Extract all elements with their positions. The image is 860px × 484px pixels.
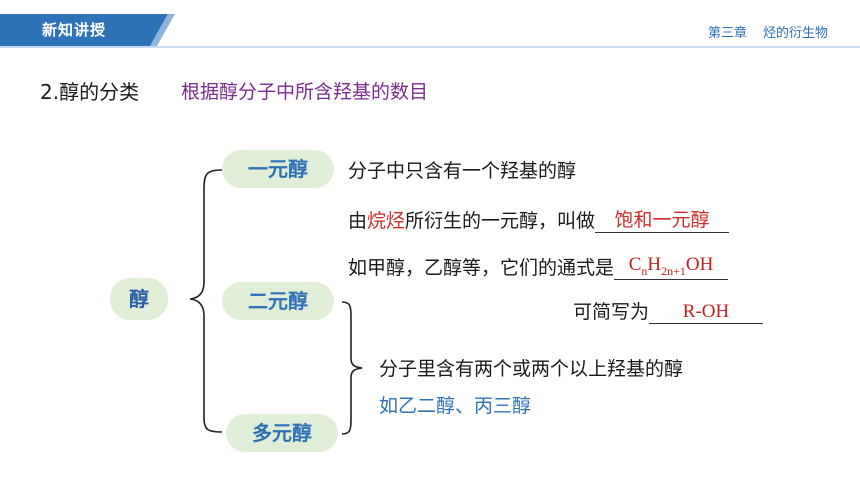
mono-line2: 由烷烃所衍生的一元醇，叫做饱和一元醇 xyxy=(348,205,730,233)
formula-h: H xyxy=(647,254,662,276)
section-heading: 2.醇的分类 xyxy=(40,80,140,104)
answer-saturated-monohydric: 饱和一元醇 xyxy=(614,209,710,231)
mono-line2-post: 所衍生的一元醇，叫做 xyxy=(405,210,596,232)
answer-blank-3: R-OH xyxy=(649,300,764,324)
mono-line2-pre: 由 xyxy=(348,210,368,232)
formula-oh: OH xyxy=(685,254,714,276)
mono-definition: 分子中只含有一个羟基的醇 xyxy=(348,160,577,182)
mono-line3-text: 如甲醇，乙醇等，它们的通式是 xyxy=(348,257,615,279)
answer-short-formula: R-OH xyxy=(682,301,730,322)
mono-line2-alkane: 烷烃 xyxy=(367,210,406,232)
main-bracket xyxy=(189,169,223,433)
answer-blank-1: 饱和一元醇 xyxy=(595,205,730,233)
formula-sub-2n1: 2n+1 xyxy=(661,264,686,278)
mono-line4-text: 可简写为 xyxy=(573,301,650,323)
formula-sub-n: n xyxy=(641,264,648,278)
chapter-info: 第三章烃的衍生物 xyxy=(708,22,828,41)
poly-bracket xyxy=(341,301,363,435)
node-polyhydric: 多元醇 xyxy=(226,414,338,452)
header-tab-label: 新知讲授 xyxy=(42,21,107,39)
answer-blank-2: CnH2n+1OH xyxy=(614,253,729,280)
chapter-number: 第三章 xyxy=(707,26,747,41)
header-tab-shape xyxy=(0,14,175,46)
mono-line4: 可简写为 R-OH xyxy=(573,297,764,324)
poly-definition: 分子里含有两个或两个以上羟基的醇 xyxy=(379,358,684,380)
section-subheading: 根据醇分子中所含羟基的数目 xyxy=(181,81,429,103)
poly-examples: 如乙二醇、丙三醇 xyxy=(379,395,532,417)
node-monohydric: 一元醇 xyxy=(222,150,334,188)
root-node-alcohol: 醇 xyxy=(110,278,168,320)
chapter-title: 烃的衍生物 xyxy=(762,26,828,41)
formula-c: C xyxy=(628,254,642,276)
node-dihydric: 二元醇 xyxy=(222,282,334,320)
header-divider xyxy=(0,46,860,48)
answer-general-formula: CnH2n+1OH xyxy=(628,254,714,278)
mono-line3: 如甲醇，乙醇等，它们的通式是 CnH2n+1OH xyxy=(348,253,729,280)
